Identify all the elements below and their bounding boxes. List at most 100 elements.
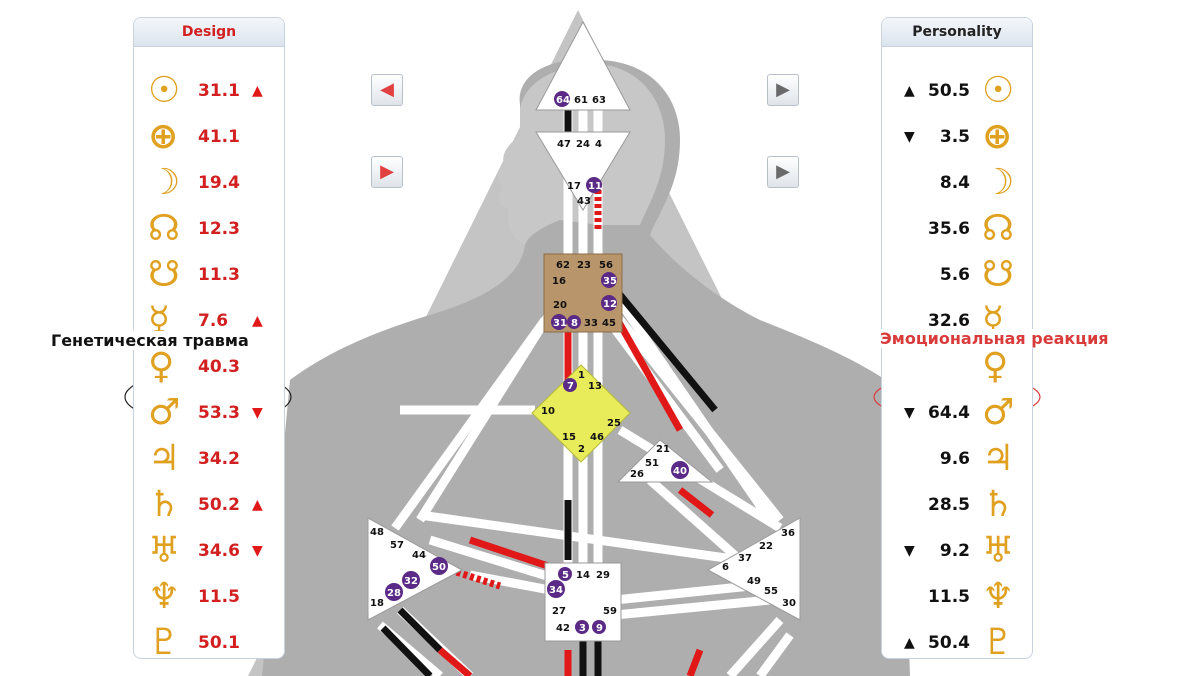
gate-40: 40 [673,466,687,477]
gate-6: 6 [722,562,729,573]
next-design-button[interactable]: ▶ [371,156,403,188]
gate-48: 48 [370,527,384,538]
design-row-jupiter: ♃34.2 [134,438,284,480]
design-value-north-node: 12.3 [198,219,240,239]
gate-13: 13 [588,381,602,392]
jupiter-icon: ♃ [148,438,181,479]
personality-panel-title: Personality [882,18,1032,47]
gate-22: 22 [759,541,773,552]
design-row-venus: ♀40.3 [134,346,284,388]
design-value-moon: 19.4 [198,173,240,193]
design-value-neptune: 11.5 [198,587,240,607]
north-node-icon: ☊ [148,208,180,249]
arrow-indicator-icon: ▲ [252,313,263,329]
personality-row-saturn: ♄28.5 [882,484,1032,526]
gate-47: 47 [557,139,571,150]
arrow-indicator-icon: ▲ [904,83,915,99]
prev-design-button[interactable]: ◀ [371,74,403,106]
design-row-moon: ☽ 19.4 [134,162,284,204]
arrow-indicator-icon: ▼ [904,129,915,145]
personality-value-mars: 64.4 [928,403,970,423]
design-value-south-node: 11.3 [198,265,240,285]
gate-50: 50 [432,562,446,573]
saturn-icon: ♄ [982,484,1015,525]
gate-51: 51 [645,458,659,469]
gate-4: 4 [595,139,602,150]
gate-24: 24 [576,139,590,150]
sun-icon: ☉ [982,70,1015,111]
gate-7: 7 [567,381,574,392]
gate-35: 35 [603,276,617,287]
personality-value-north-node: 35.6 [928,219,970,239]
gate-15: 15 [562,432,576,443]
personality-row-jupiter: ♃ 9.6 [882,438,1032,480]
pluto-icon: ♇ [982,622,1015,659]
arrow-indicator-icon: ▲ [904,635,915,651]
design-row-south-node: ☋11.3 [134,254,284,296]
personality-row-pluto: ♇50.4▲ [882,622,1032,659]
arrow-indicator-icon: ▼ [252,405,263,421]
design-value-uranus: 34.6 [198,541,240,561]
design-row-neptune: ♆11.5 [134,576,284,618]
gate-32: 32 [404,576,418,587]
jupiter-icon: ♃ [982,438,1015,479]
gate-62: 62 [556,260,570,271]
uranus-icon: ♅ [982,530,1015,571]
gate-44: 44 [412,550,426,561]
next-personality-button[interactable]: ▶ [767,156,799,188]
gate-9: 9 [596,623,603,634]
arrow-right-gray-icon: ▶ [776,79,790,100]
personality-row-sun: ☉50.5▲ [882,70,1032,112]
gate-28: 28 [387,588,401,599]
genetic-trauma-label: Генетическая травма [49,331,251,350]
gate-3: 3 [579,623,586,634]
design-row-mercury: ☿7.6▲ [134,300,284,342]
solar-plexus-center [706,517,801,621]
gate-29: 29 [596,570,610,581]
personality-value-jupiter: 9.6 [939,449,970,469]
design-row-mars: ♂53.3▼ [134,392,284,434]
gate-56: 56 [599,260,613,271]
earth-icon: ⊕ [148,116,179,157]
gate-63: 63 [592,95,606,106]
arrow-left-red-icon: ◀ [380,79,394,100]
personality-value-earth: 3.5 [939,127,970,147]
arrow-indicator-icon: ▼ [252,543,263,559]
personality-row-mars: ♂64.4▼ [882,392,1032,434]
head-center [535,20,631,111]
gate-42: 42 [556,623,570,634]
prev-personality-button[interactable]: ▶ [767,74,799,106]
gate-37: 37 [738,553,752,564]
moon-icon: ☽ [148,162,181,203]
gate-43: 43 [577,196,591,207]
personality-row-uranus: ♅9.2▼ [882,530,1032,572]
sun-icon: ☉ [148,70,181,111]
personality-value-mercury: 32.6 [928,311,970,331]
gate-36: 36 [781,528,795,539]
gate-27: 27 [552,606,566,617]
design-value-saturn: 50.2 [198,495,240,515]
design-row-north-node: ☊ 12.3 [134,208,284,250]
mars-icon: ♂ [148,392,181,433]
personality-row-earth: ⊕ 3.5 ▼ [882,116,1032,158]
earth-icon: ⊕ [982,116,1013,157]
saturn-icon: ♄ [148,484,181,525]
arrow-indicator-icon: ▼ [904,543,915,559]
arrow-indicator-icon: ▲ [252,83,263,99]
design-value-mercury: 7.6 [198,311,229,331]
personality-row-venus: ♀ [882,346,1032,388]
arrow-indicator-icon: ▼ [904,405,915,421]
north-node-icon: ☊ [982,208,1014,249]
gate-30: 30 [782,598,796,609]
design-value-pluto: 50.1 [198,633,240,653]
design-row-uranus: ♅34.6▼ [134,530,284,572]
gate-55: 55 [764,586,778,597]
pluto-icon: ♇ [148,622,181,659]
arrow-indicator-icon: ▲ [252,497,263,513]
moon-icon: ☽ [982,162,1015,203]
arrow-right-gray-icon: ▶ [776,161,790,182]
personality-value-moon: 8.4 [939,173,970,193]
arrow-right-red-icon: ▶ [380,161,394,182]
